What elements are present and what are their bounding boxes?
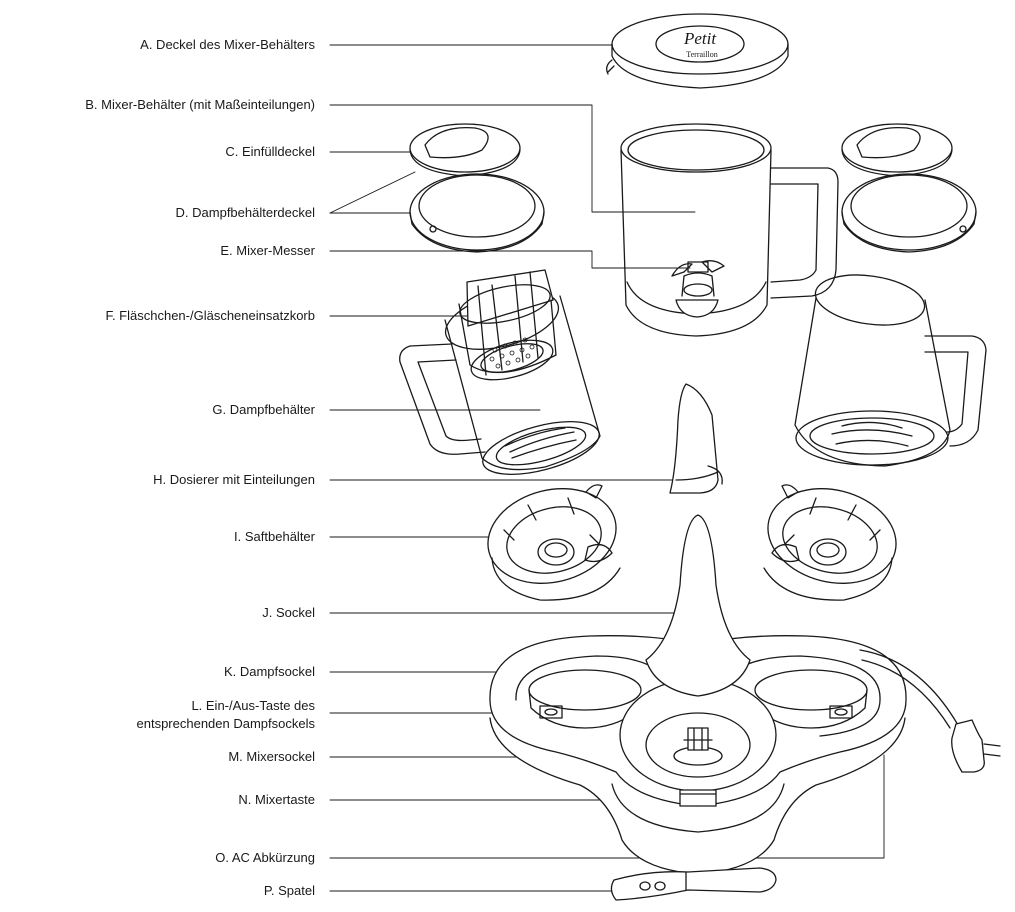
- label-k: K. Dampfsockel: [223, 664, 315, 679]
- label-b: B. Mixer-Behälter (mit Maßeinteilungen): [85, 97, 315, 112]
- label-n: N. Mixertaste: [238, 792, 315, 807]
- jug-lid: Petit Terraillon: [606, 13, 789, 89]
- label-i: I. Saftbehälter: [234, 529, 315, 544]
- power-plug: [951, 719, 1001, 773]
- steam-lid-right: [841, 173, 977, 253]
- steam-container-right: [794, 274, 987, 467]
- steam-container-left: [399, 290, 601, 475]
- logo-text: Petit: [683, 29, 717, 48]
- label-m: M. Mixersockel: [228, 749, 315, 764]
- blender-jug: [620, 123, 839, 337]
- label-l-line2: entsprechenden Dampfsockels: [136, 716, 316, 731]
- label-j: J. Sockel: [262, 605, 315, 620]
- blender-blade: [671, 260, 725, 318]
- label-c: C. Einfülldeckel: [225, 144, 315, 159]
- filler-lid-left: [409, 123, 521, 177]
- mixer-base-shaft: [673, 727, 723, 766]
- steam-switch-left: [539, 705, 563, 719]
- logo-subtext: Terraillon: [686, 50, 717, 59]
- label-g: G. Dampfbehälter: [212, 402, 315, 417]
- label-d: D. Dampfbehälterdeckel: [175, 205, 315, 220]
- filler-lid-right: [841, 123, 953, 177]
- label-p: P. Spatel: [263, 883, 315, 898]
- juice-container-left: [487, 484, 621, 601]
- mixer-button-shape: [679, 789, 717, 807]
- bottle-basket: [458, 269, 557, 381]
- label-l-line1: L. Ein-/Aus-Taste des: [191, 698, 315, 713]
- dosing-cup: [669, 383, 723, 494]
- label-a: A. Deckel des Mixer-Behälters: [140, 37, 315, 52]
- label-h: H. Dosierer mit Einteilungen: [153, 472, 315, 487]
- label-f: F. Fläschchen-/Gläscheneinsatzkorb: [105, 308, 315, 323]
- steam-switch-right: [829, 705, 853, 719]
- juice-container-right: [763, 484, 897, 601]
- spatula: [610, 867, 777, 901]
- label-e: E. Mixer-Messer: [220, 243, 315, 258]
- steam-lid-left: [409, 173, 545, 253]
- label-o: O. AC Abkürzung: [215, 850, 315, 865]
